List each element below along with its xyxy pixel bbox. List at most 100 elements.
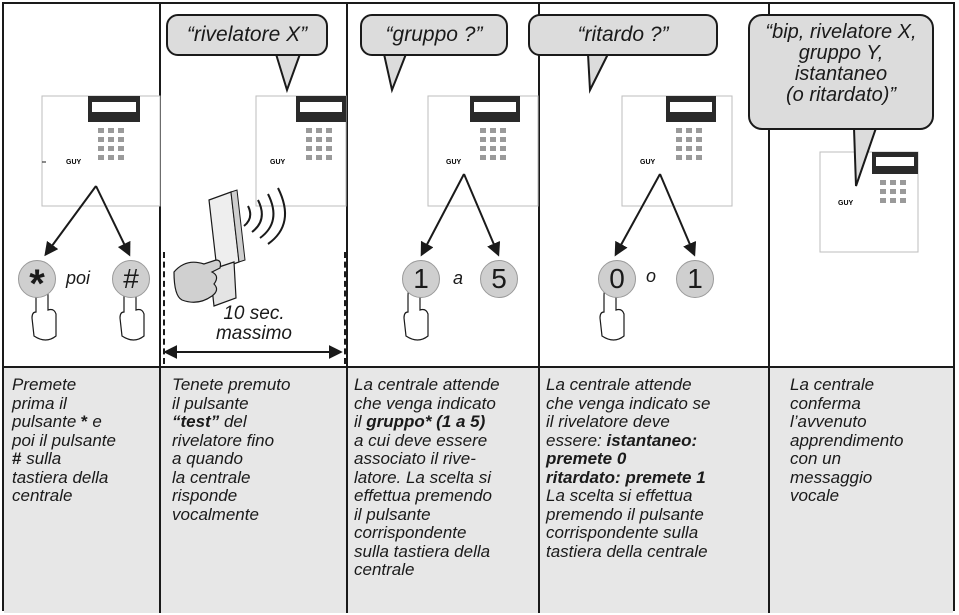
text-part: pulsante bbox=[12, 412, 81, 431]
text-line: conferma bbox=[790, 393, 861, 413]
speech-bubble-confirmation: “bip, rivelatore X, gruppo Y, istantaneo… bbox=[748, 14, 934, 130]
alarm-panel-icon bbox=[819, 151, 919, 253]
column-divider bbox=[159, 368, 161, 613]
column-divider bbox=[538, 4, 540, 366]
key-0: 0 bbox=[598, 260, 636, 298]
text-line: La centrale attende bbox=[354, 375, 500, 394]
emphasis: istantaneo: bbox=[606, 430, 698, 450]
text-line: poi il pulsante bbox=[12, 430, 116, 450]
device-label: GUY bbox=[446, 159, 462, 166]
text-line: # sulla bbox=[12, 449, 156, 469]
text-part: e bbox=[92, 412, 102, 431]
emphasis: gruppo* (1 a 5) bbox=[366, 412, 486, 431]
speech-bubble-delay: “ritardo ?” bbox=[528, 14, 718, 56]
text-line: a quando bbox=[172, 449, 243, 468]
column-divider bbox=[346, 368, 348, 613]
text-part: del bbox=[219, 412, 247, 431]
text-part: il bbox=[354, 412, 367, 431]
step-5-description: La centrale conferma l’avvenuto apprendi… bbox=[790, 375, 950, 506]
emphasis: “test” bbox=[172, 412, 220, 431]
connector-or: o bbox=[646, 266, 657, 286]
text-line: il gruppo* (1 a 5) bbox=[354, 412, 536, 432]
emphasis: ritardato: premete 1 bbox=[546, 467, 706, 487]
emphasis: premete 0 bbox=[546, 449, 627, 468]
text-part: essere: bbox=[546, 430, 607, 450]
text-line: “test” del bbox=[172, 412, 344, 432]
column-divider bbox=[768, 4, 770, 366]
text-line: sulla tastiera della bbox=[354, 541, 491, 561]
step-drawings bbox=[31, 53, 919, 359]
speech-bubble-group: “gruppo ?” bbox=[360, 14, 508, 56]
text-line: corrispondente bbox=[354, 523, 467, 542]
text-line: vocalmente bbox=[172, 504, 259, 524]
text-line: tastiera della bbox=[12, 467, 109, 487]
text-part: sulla bbox=[26, 449, 62, 468]
text-line: la centrale bbox=[172, 467, 251, 487]
text-line: associato il rive- bbox=[354, 449, 476, 468]
text-line: essere: istantaneo: bbox=[546, 430, 766, 451]
text-line: La centrale attende bbox=[546, 375, 692, 394]
step-4-description: La centrale attende che venga indicato s… bbox=[546, 375, 766, 561]
text-line: il rivelatore deve bbox=[546, 412, 670, 431]
connector-to: a bbox=[453, 268, 464, 288]
column-divider bbox=[768, 368, 770, 613]
column-divider bbox=[346, 4, 348, 366]
text-line: Tenete premuto bbox=[172, 375, 291, 394]
text-line: latore. La scelta si bbox=[354, 467, 492, 487]
text-line: centrale bbox=[354, 560, 415, 579]
key-hash: # bbox=[112, 260, 150, 298]
speech-bubble-detector: “rivelatore X” bbox=[166, 14, 328, 56]
text-line: che venga indicato se bbox=[546, 393, 711, 413]
key-1: 1 bbox=[402, 260, 440, 298]
key-1: 1 bbox=[676, 260, 714, 298]
text-line: premendo il pulsante bbox=[546, 504, 704, 524]
text-line: apprendimento bbox=[790, 430, 904, 450]
bubble-line: “bip, rivelatore X, bbox=[765, 21, 917, 43]
text-line: con un bbox=[790, 449, 842, 468]
alarm-panel-icon bbox=[41, 95, 161, 207]
text-line: rivelatore fino bbox=[172, 430, 275, 450]
bubble-line: gruppo Y, bbox=[798, 42, 884, 64]
text-line: centrale bbox=[12, 486, 73, 505]
device-label: GUY bbox=[66, 159, 82, 166]
time-limit-label: 10 sec. massimo bbox=[184, 304, 324, 344]
text-line: il pulsante bbox=[354, 504, 431, 524]
text-line: vocale bbox=[790, 486, 840, 505]
measure-boundary bbox=[163, 252, 165, 364]
illustration-area: GUY GUY GUY GUY GUY “rivelatore X” “grup… bbox=[4, 4, 953, 366]
measure-boundary bbox=[344, 252, 346, 364]
text-line: tastiera della centrale bbox=[546, 541, 708, 561]
alarm-panel-icon bbox=[255, 95, 347, 207]
star-symbol: * bbox=[81, 412, 93, 431]
text-line: corrispondente sulla bbox=[546, 523, 699, 542]
hash-symbol: # bbox=[12, 449, 27, 468]
wireless-signal-icon bbox=[243, 187, 286, 245]
text-line: il pulsante bbox=[172, 393, 249, 413]
device-label: GUY bbox=[270, 159, 286, 166]
text-line: prima il bbox=[12, 393, 67, 413]
alarm-panel-icon bbox=[621, 95, 733, 207]
text-line: La centrale bbox=[790, 375, 875, 394]
bubble-line: istantaneo bbox=[794, 63, 888, 85]
step-3-description: La centrale attende che venga indicato i… bbox=[354, 375, 536, 580]
alarm-panel-icon bbox=[427, 95, 539, 207]
text-line: l’avvenuto bbox=[790, 412, 867, 431]
connector-then: poi bbox=[66, 268, 91, 288]
time-limit-qualifier: massimo bbox=[215, 323, 292, 344]
detector-icon bbox=[208, 189, 246, 307]
device-label: GUY bbox=[640, 159, 656, 166]
step-2-description: Tenete premuto il pulsante “test” del ri… bbox=[172, 375, 344, 524]
descriptions-area: Premete prima il pulsante * e poi il pul… bbox=[4, 366, 953, 613]
text-line: a cui deve essere bbox=[354, 430, 488, 450]
hand-icon bbox=[173, 259, 222, 303]
device-label: GUY bbox=[838, 200, 854, 207]
text-line: premete 0 bbox=[546, 449, 766, 469]
text-line: che venga indicato bbox=[354, 393, 496, 413]
text-line: pulsante * e bbox=[12, 412, 156, 432]
text-line: messaggio bbox=[790, 467, 873, 487]
text-line: ritardato: premete 1 bbox=[546, 467, 766, 488]
text-line: La scelta si effettua bbox=[546, 486, 693, 505]
text-line: risponde bbox=[172, 486, 238, 505]
bubble-line: (o ritardato)” bbox=[785, 84, 897, 106]
